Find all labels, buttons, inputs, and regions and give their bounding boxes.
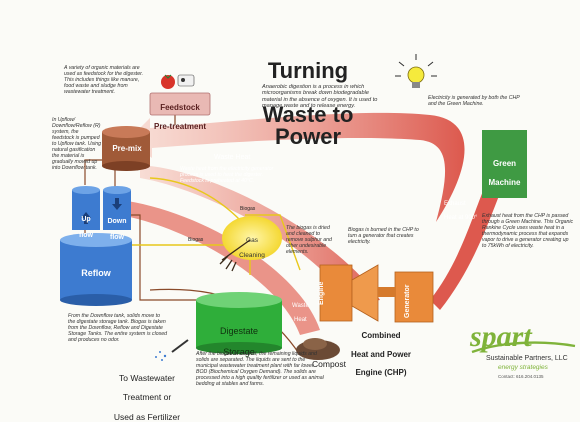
chp-note: Biogas is burned in the CHP to turn a ge…: [348, 227, 419, 245]
wastewater-label: To Wastewater Treatment or Used as Ferti…: [113, 372, 181, 422]
electricity-note: Electricity is generated by both the CHP…: [428, 95, 520, 107]
waste-heat-note: Waste heat from the electricity generato…: [180, 166, 274, 184]
intro-text: Anaerobic digestion is a process in whic…: [262, 84, 378, 110]
chp-title: Combined Heat and Power Engine (CHP): [350, 331, 411, 377]
feedstock-note: A variety of organic materials are used …: [64, 65, 144, 95]
feedstock-label: Feedstock Pre-treatment: [153, 103, 206, 131]
feedstock-box: [149, 92, 211, 116]
premix-note: In Upflow/ Downflow/Reflow (R) system, t…: [52, 117, 102, 171]
green-machine-label: Green Machine: [488, 159, 521, 187]
logo-company: Sustainable Partners, LLC: [486, 355, 568, 362]
upflow-label: Up flow: [79, 216, 93, 240]
gas-cleaning-note: The biogas is dried and cleaned to remov…: [286, 225, 332, 255]
green-machine-note: Exhaust heat from the CHP is passed thro…: [482, 213, 574, 249]
broom-icon: [219, 239, 251, 272]
exhaust-heat-label: Exhaust Heat at 900°: [444, 200, 478, 221]
title-line2: Waste to Power: [262, 102, 354, 149]
engine-block: [319, 264, 353, 322]
title-line1: Turning: [267, 58, 349, 83]
logo-tagline: energy strategies: [498, 364, 548, 371]
upflow-arrow: [81, 212, 91, 224]
sprayer-icon: [171, 339, 189, 353]
biogas-lines: [130, 177, 301, 275]
logo-wordmark: spart: [470, 320, 532, 353]
lightbulb-icon: [395, 54, 437, 88]
tomato-icon: [161, 75, 175, 89]
page-title: Turning Waste to Power: [228, 38, 388, 170]
gas-cleaning-label: Gas Cleaning: [239, 237, 265, 260]
turbine-shape: [351, 264, 379, 322]
chp-waste-heat-label: Waste Heat: [292, 302, 309, 323]
waste-heat-arrow-top: [128, 112, 465, 222]
water-spray-icon: [155, 351, 167, 361]
generator-label: Generator: [404, 284, 411, 318]
downflow-label: Down flow: [107, 218, 127, 242]
waste-heat-label: Waste Heat: [214, 154, 251, 161]
reflow-label: Reflow: [81, 268, 111, 278]
engine-label: Engine: [318, 281, 325, 305]
digestate-label: Digestate Storage: [219, 326, 259, 358]
biogas-label-left: Biogas: [188, 237, 204, 243]
compost-label: Compost: [312, 359, 347, 369]
cow-icon: [177, 74, 195, 87]
logo-contact: Contact: 616.204.0135: [498, 374, 544, 379]
green-machine-box: [482, 130, 527, 198]
premix-label: Pre-mix: [112, 144, 142, 153]
waste-heat-arrow-lower: [120, 200, 320, 335]
digestate-note: After the biogas is created, the remaini…: [196, 351, 324, 387]
logo-swoosh: [471, 341, 576, 354]
generator-block: [394, 271, 434, 323]
biogas-label-top: Biogas: [240, 206, 256, 212]
reflow-tank: [60, 240, 132, 300]
reflow-note: From the Downflow tank, solids move to t…: [68, 313, 167, 343]
downflow-arrow: [112, 198, 122, 210]
